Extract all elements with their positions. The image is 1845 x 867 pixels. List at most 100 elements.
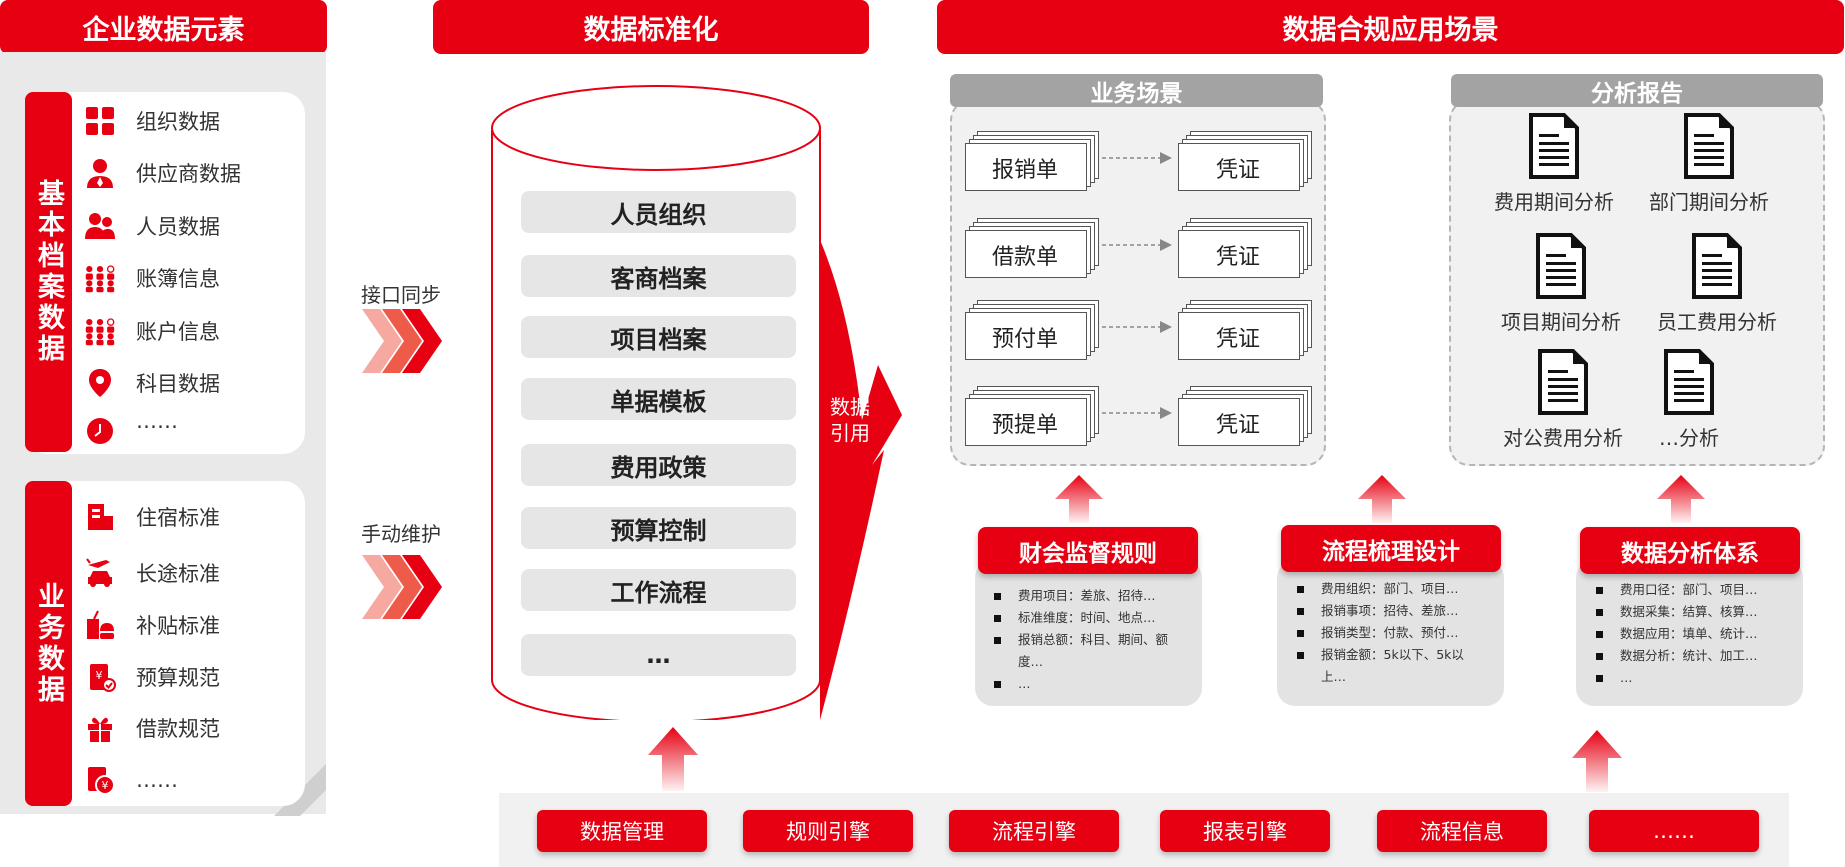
cylinder-item: 客商档案 xyxy=(521,255,796,297)
up-arrow-icon xyxy=(648,727,698,791)
data-reference-line2: 引用 xyxy=(830,421,870,445)
up-arrow-icon xyxy=(1572,730,1622,792)
business-data-title: 业务数据 xyxy=(25,481,72,806)
rule-title-process: 流程梳理设计 xyxy=(1281,525,1501,572)
clock-icon xyxy=(87,418,113,444)
report-engine-button[interactable]: 报表引擎 xyxy=(1160,810,1330,852)
document-label: 预提单 xyxy=(991,413,1058,438)
list-item: 长途标准 xyxy=(84,556,220,590)
process-engine-button[interactable]: 流程引擎 xyxy=(949,810,1119,852)
report-label: 员工费用分析 xyxy=(1657,310,1777,334)
rule-box-process xyxy=(1277,560,1504,706)
basic-data-title: 基本档案数据 xyxy=(25,92,72,452)
svg-text:¥: ¥ xyxy=(102,779,109,792)
location-pin-icon xyxy=(89,369,111,397)
item-label: 账簿信息 xyxy=(136,267,220,291)
data-reference-label: 数据 引用 xyxy=(830,394,870,446)
document-stack: 预付单 xyxy=(965,300,1099,360)
cylinder-item: 单据模板 xyxy=(521,378,796,420)
bullet-item: 标准维度：时间、地点… xyxy=(990,607,1190,629)
up-arrow-icon xyxy=(1358,475,1406,523)
rule-box-supervision xyxy=(975,560,1202,706)
rule-engine-button[interactable]: 规则引擎 xyxy=(743,810,913,852)
document-icon xyxy=(1664,349,1714,415)
person-tie-icon xyxy=(87,159,113,188)
money-doc-icon: ¥ xyxy=(88,767,115,795)
report-item: 员工费用分析 xyxy=(1647,232,1787,335)
cylinder-item: 工作流程 xyxy=(521,569,796,611)
reports-title: 分析报告 xyxy=(1451,74,1823,107)
list-item: ¥ …… xyxy=(84,763,178,797)
document-icon xyxy=(1529,113,1579,179)
report-item: …分析 xyxy=(1619,348,1759,451)
report-label: 项目期间分析 xyxy=(1501,310,1621,334)
hotel-icon xyxy=(88,504,113,530)
list-item: 账簿信息 xyxy=(84,261,220,295)
data-management-button[interactable]: 数据管理 xyxy=(537,810,707,852)
document-icon xyxy=(1536,233,1586,299)
document-stack: 凭证 xyxy=(1178,131,1312,191)
budget-doc-icon: ¥ xyxy=(90,664,116,692)
gift-icon xyxy=(88,717,112,742)
bullet-item: … xyxy=(990,673,1190,695)
document-stack: 凭证 xyxy=(1178,218,1312,278)
item-label: 供应商数据 xyxy=(136,162,241,186)
document-icon xyxy=(1684,113,1734,179)
bullet-item: 数据分析：统计、加工… xyxy=(1592,645,1797,667)
arrow-right-icon xyxy=(1102,239,1172,251)
header-compliance-scenes: 数据合规应用场景 xyxy=(937,0,1844,54)
bottom-engine-bar xyxy=(499,793,1789,867)
arrow-right-icon xyxy=(1102,152,1172,164)
bullet-item: 报销金额：5k以下、5k以上… xyxy=(1293,644,1488,688)
list-item: 住宿标准 xyxy=(84,500,220,534)
document-icon xyxy=(1538,349,1588,415)
bullet-item: 数据采集：结算、核算… xyxy=(1592,601,1797,623)
arrow-right-icon xyxy=(1102,321,1172,333)
document-label: 预付单 xyxy=(991,327,1058,352)
bullet-item: 报销类型：付款、预付… xyxy=(1293,622,1488,644)
more-button[interactable]: …… xyxy=(1589,810,1759,852)
document-stack: 借款单 xyxy=(965,218,1099,278)
bullet-item: 费用组织：部门、项目… xyxy=(1293,578,1488,600)
report-item: 部门期间分析 xyxy=(1639,112,1779,215)
bullet-item: 费用口径：部门、项目… xyxy=(1592,579,1797,601)
report-item: 费用期间分析 xyxy=(1484,112,1624,215)
document-stack: 预提单 xyxy=(965,386,1099,446)
svg-text:¥: ¥ xyxy=(96,669,103,682)
voucher-label: 凭证 xyxy=(1215,245,1260,270)
data-reference-line1: 数据 xyxy=(830,395,870,419)
item-label: 科目数据 xyxy=(136,372,220,396)
header-enterprise-data: 企业数据元素 xyxy=(0,0,327,54)
list-item: 人员数据 xyxy=(84,209,220,243)
item-label: 长途标准 xyxy=(136,562,220,586)
data-reference-arrow xyxy=(820,240,902,720)
voucher-label: 凭证 xyxy=(1215,327,1260,352)
cylinder-item: … xyxy=(521,634,796,676)
interface-sync-arrow xyxy=(362,309,442,373)
bullet-item: 报销总额：科目、期间、额度… xyxy=(990,629,1190,673)
item-label: 组织数据 xyxy=(136,110,220,134)
item-label: …… xyxy=(136,409,178,433)
rule-bullets-supervision: 费用项目：差旅、招待… 标准维度：时间、地点… 报销总额：科目、期间、额度… … xyxy=(990,585,1190,695)
item-label: …… xyxy=(136,768,178,792)
header-standardization: 数据标准化 xyxy=(433,0,869,54)
cylinder-item: 项目档案 xyxy=(521,316,796,358)
item-label: 人员数据 xyxy=(136,215,220,239)
document-stack: 凭证 xyxy=(1178,386,1312,446)
list-item: 供应商数据 xyxy=(84,156,241,190)
document-stack: 凭证 xyxy=(1178,300,1312,360)
bullet-item: … xyxy=(1592,667,1797,689)
list-item: 补贴标准 xyxy=(84,608,220,642)
item-label: 补贴标准 xyxy=(136,614,220,638)
bullet-item: 费用项目：差旅、招待… xyxy=(990,585,1190,607)
report-label: 费用期间分析 xyxy=(1494,190,1614,214)
manual-maintain-label: 手动维护 xyxy=(361,522,441,546)
report-item: 项目期间分析 xyxy=(1491,232,1631,335)
report-label: …分析 xyxy=(1659,426,1719,450)
process-info-button[interactable]: 流程信息 xyxy=(1377,810,1547,852)
up-arrow-icon xyxy=(1657,475,1705,523)
manual-maintain-arrow xyxy=(362,555,442,619)
rule-box-analysis xyxy=(1576,560,1803,706)
item-label: 住宿标准 xyxy=(136,506,220,530)
list-item: 科目数据 xyxy=(84,366,220,400)
